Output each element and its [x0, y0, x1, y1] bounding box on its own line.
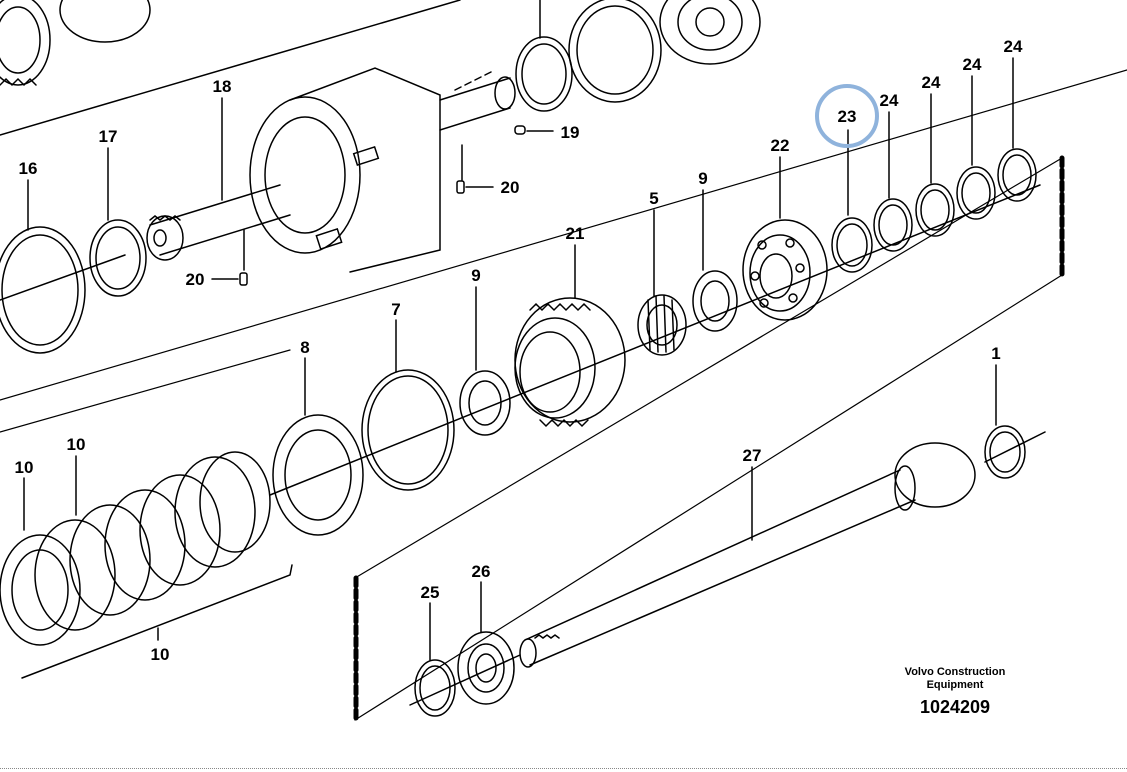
part-9-washer-lower [459, 370, 511, 436]
brand-label: Volvo Construction Equipment [885, 666, 1025, 692]
part-24-ring-d-inner [1002, 154, 1032, 196]
frame-line-shaft-group-bottom [354, 274, 1063, 721]
part-7-ring [361, 369, 455, 491]
part-8-plate [272, 414, 364, 536]
part-20-pin-b [239, 272, 248, 286]
part-17-ring [89, 219, 147, 297]
part-16-ring-inner [1, 234, 79, 346]
callout-20-upper[interactable]: 20 [501, 178, 520, 197]
part-5-needle-bearing [637, 294, 687, 356]
callout-9-lower[interactable]: 9 [471, 266, 480, 285]
selected-callout-highlight [815, 84, 879, 148]
frame-line-shaft-group [354, 157, 1063, 579]
ring-top-fragment [59, 0, 151, 43]
callout-25[interactable]: 25 [421, 583, 440, 602]
callout-27[interactable]: 27 [743, 446, 762, 465]
part-26-bearing [457, 631, 515, 705]
part-23-snap-ring-inner [836, 223, 868, 267]
part-10-bracket [21, 564, 293, 679]
frame-line-upper [0, 69, 1127, 401]
callout-26[interactable]: 26 [472, 562, 491, 581]
part-24-ring-d [997, 148, 1037, 202]
part-24-ring-b [915, 183, 955, 237]
part-10-disc-pack [0, 451, 271, 646]
callout-21[interactable]: 21 [566, 224, 585, 243]
callout-7[interactable]: 7 [391, 300, 400, 319]
page-bottom-border [0, 768, 1127, 769]
part-17-ring-inner [95, 226, 141, 290]
part-22-bearing [742, 219, 828, 321]
part-1-ring-inner [989, 431, 1021, 473]
part-25-snap-ring-inner [419, 665, 451, 711]
callout-10-b[interactable]: 10 [67, 435, 86, 454]
part-21-gear [514, 297, 626, 428]
part-9-washer-lower-inner [468, 380, 502, 426]
part-24-ring-a-inner [878, 204, 908, 246]
ring-top-b [568, 0, 662, 103]
part-23-snap-ring [831, 217, 873, 273]
callout-1[interactable]: 1 [991, 344, 1000, 363]
callout-16[interactable]: 16 [19, 159, 38, 178]
part-8-plate-inner [284, 429, 352, 521]
callout-17[interactable]: 17 [99, 127, 118, 146]
callout-22[interactable]: 22 [771, 136, 790, 155]
document-number: 1024209 [919, 697, 991, 717]
part-16-ring [0, 226, 86, 354]
ring-top-a [515, 36, 573, 112]
callout-23[interactable]: 23 [838, 107, 857, 126]
callout-8[interactable]: 8 [300, 338, 309, 357]
brand-line-1: Volvo Construction [904, 666, 1006, 678]
callout-24-a[interactable]: 24 [880, 91, 899, 110]
part-25-snap-ring [414, 659, 456, 717]
ring-top-b-inner [576, 5, 654, 95]
gear-fragment-top [0, 0, 51, 87]
callout-10-c[interactable]: 10 [151, 645, 170, 664]
part-27-shaft [519, 442, 976, 668]
axis-middle [269, 184, 1041, 496]
callout-24-d[interactable]: 24 [1004, 37, 1023, 56]
callout-24-c[interactable]: 24 [963, 55, 982, 74]
part-7-ring-inner [367, 375, 449, 485]
callout-5[interactable]: 5 [649, 189, 658, 208]
frame-line-top [0, 0, 461, 136]
callout-18[interactable]: 18 [213, 77, 232, 96]
axis-upper [0, 254, 126, 301]
part-9-washer-upper-inner [700, 280, 730, 322]
ring-top-a-inner [521, 43, 567, 105]
brand-line-2: Equipment [926, 679, 984, 691]
part-9-washer-upper [692, 270, 738, 332]
axis-lower [409, 654, 521, 706]
part-24-ring-c [956, 166, 996, 220]
frame-line-lower [0, 349, 291, 433]
callout-9-upper[interactable]: 9 [698, 169, 707, 188]
part-1-axis [984, 431, 1046, 463]
callout-19[interactable]: 19 [561, 123, 580, 142]
callout-10-a[interactable]: 10 [15, 458, 34, 477]
part-1-ring [984, 425, 1026, 479]
part-24-ring-c-inner [961, 172, 991, 214]
part-18-clutch-drum [146, 67, 516, 273]
bearing-top [659, 0, 761, 65]
part-19-pin [514, 125, 526, 135]
callout-24-b[interactable]: 24 [922, 73, 941, 92]
part-20-pin-a [456, 180, 465, 194]
part-24-ring-a [873, 198, 913, 252]
callout-20-lower[interactable]: 20 [186, 270, 205, 289]
part-24-ring-b-inner [920, 189, 950, 231]
